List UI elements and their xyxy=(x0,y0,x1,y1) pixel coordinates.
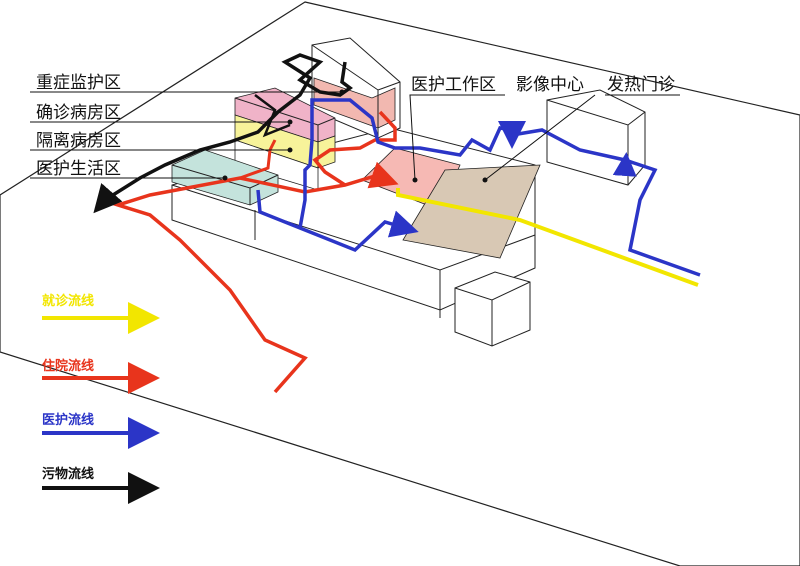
waste-flow-line xyxy=(93,53,353,214)
label-icu: 重症监护区 xyxy=(36,73,121,93)
legend-item-patient: 就诊流线 xyxy=(42,293,160,334)
inpatient-flow-line-upper xyxy=(312,110,397,187)
staff-flow-line-right xyxy=(511,128,701,277)
fever-clinic-building xyxy=(546,89,646,186)
legend-label-staff: 医护流线 xyxy=(42,412,94,428)
legend: 就诊流线 住院流线 医护流线 污物流线 xyxy=(42,293,160,504)
small-building-front xyxy=(454,271,531,347)
inpatient-flow-line-ward xyxy=(239,139,277,180)
label-isolation-ward: 隔离病房区 xyxy=(36,131,121,151)
staff-flow-line xyxy=(256,189,419,253)
legend-item-waste: 污物流线 xyxy=(42,466,160,504)
label-imaging-center: 影像中心 xyxy=(516,75,584,95)
label-confirmed-ward: 确诊病房区 xyxy=(36,103,121,123)
legend-label-inpatient: 住院流线 xyxy=(42,358,94,374)
legend-label-patient: 就诊流线 xyxy=(42,293,94,309)
legend-item-staff: 医护流线 xyxy=(42,412,160,449)
label-staff-living: 医护生活区 xyxy=(36,159,121,179)
legend-label-waste: 污物流线 xyxy=(42,466,94,482)
patient-flow-line xyxy=(396,188,699,287)
staff-flow-line-clinic xyxy=(612,152,637,177)
label-fever-clinic: 发热门诊 xyxy=(607,75,675,95)
staff-flow-line-main xyxy=(298,98,526,229)
legend-item-inpatient: 住院流线 xyxy=(42,358,160,394)
work-leader xyxy=(409,94,505,181)
label-medical-work: 医护工作区 xyxy=(411,75,496,95)
imaging-leader xyxy=(484,94,596,181)
